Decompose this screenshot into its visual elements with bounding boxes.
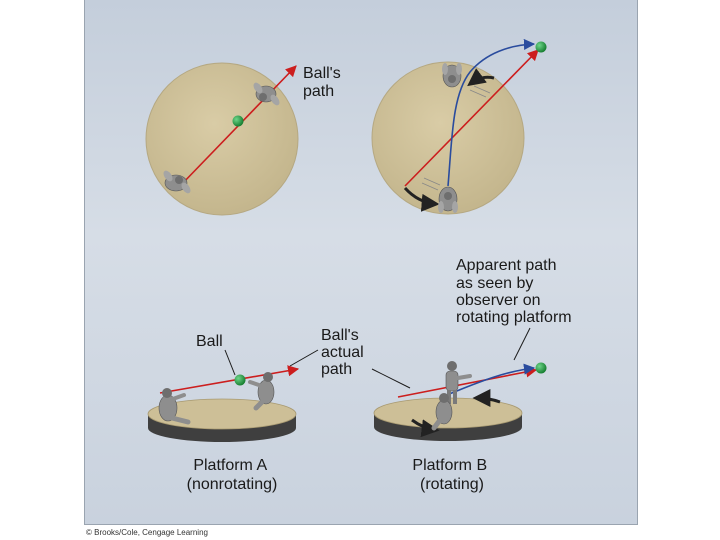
platform-b-side-thrower-figure xyxy=(431,393,453,431)
platform-b-side-observer-figure xyxy=(445,361,472,404)
leader-apparent-path xyxy=(513,327,531,361)
label-balls-actual-path: Ball's actual path xyxy=(321,327,368,378)
platform-b-side-apparent-path xyxy=(443,363,536,397)
label-platform-a-line-1: Platform A xyxy=(193,457,267,474)
label-apparent-path-line-3: observer on xyxy=(456,292,541,309)
label-balls-path-line-1: Ball's xyxy=(303,65,341,82)
platform-a-top-view xyxy=(145,62,299,216)
platform-a-side-thrower-figure xyxy=(158,388,191,425)
label-platform-b-line-1: Platform B xyxy=(412,457,487,474)
label-balls-path: Ball's path xyxy=(303,65,345,100)
platform-b-top-thrower-figure xyxy=(438,186,458,213)
leader-ball xyxy=(224,349,236,376)
platform-a-top-ball xyxy=(232,115,244,127)
platform-a-side-catcher-figure xyxy=(248,372,275,411)
rotation-arrow-icon xyxy=(472,389,501,408)
platform-b-side-actual-path xyxy=(397,366,538,398)
label-ball: Ball xyxy=(196,333,223,350)
leader-actual-path-b xyxy=(371,368,411,389)
label-apparent-path: Apparent path as seen by observer on rot… xyxy=(456,257,572,326)
rotation-arrow-icon xyxy=(403,186,440,212)
platform-a-side-view xyxy=(147,365,300,442)
platform-b-top-actual-path xyxy=(404,49,539,187)
label-balls-path-line-2: path xyxy=(303,83,334,100)
label-actual-path-line-2: actual xyxy=(321,344,364,361)
label-platform-b: Platform B (rotating) xyxy=(412,457,491,493)
platform-a-top-thrower-figure xyxy=(163,170,191,194)
label-actual-path-line-1: Ball's xyxy=(321,327,359,344)
label-platform-b-line-2: (rotating) xyxy=(420,476,484,493)
platform-a-top-catcher-figure xyxy=(253,82,280,106)
copyright-credit: © Brooks/Cole, Cengage Learning xyxy=(86,528,208,537)
platform-b-side-ball xyxy=(535,362,547,374)
platform-b-top-disk xyxy=(371,61,525,215)
rotation-arrow-icon xyxy=(467,68,495,87)
label-platform-a-line-2: (nonrotating) xyxy=(187,476,278,493)
motion-lines xyxy=(421,85,491,191)
label-apparent-path-line-1: Apparent path xyxy=(456,257,557,274)
platform-b-top-catcher-figure xyxy=(442,63,462,88)
platform-b-side-view xyxy=(373,361,547,441)
label-actual-path-line-3: path xyxy=(321,361,352,378)
label-apparent-path-line-2: as seen by xyxy=(456,275,533,292)
label-apparent-path-line-4: rotating platform xyxy=(456,309,572,326)
platform-b-top-view xyxy=(371,38,547,215)
platform-b-top-ball xyxy=(535,41,547,53)
platform-a-top-disk xyxy=(145,62,299,216)
platform-a-side-ball xyxy=(234,374,246,386)
leader-actual-path-a xyxy=(289,349,319,367)
platform-a-side-actual-path xyxy=(159,365,300,394)
label-platform-a: Platform A (nonrotating) xyxy=(187,457,278,493)
